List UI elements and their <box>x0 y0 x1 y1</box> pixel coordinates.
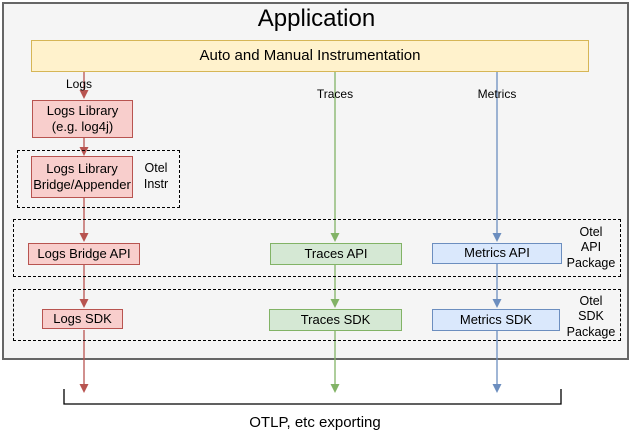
logs-sdk-node: Logs SDK <box>42 309 123 329</box>
metrics-flow-label: Metrics <box>477 87 517 101</box>
otel-sdk-package-label: Otel SDK Package <box>566 293 616 339</box>
otel-instr-group-label: Otel Instr <box>143 161 169 191</box>
exporting-label: OTLP, etc exporting <box>249 414 381 431</box>
exporting-bracket <box>63 389 562 405</box>
traces-flow-label: Traces <box>316 87 354 101</box>
logs-library-node: Logs Library (e.g. log4j) <box>32 100 133 138</box>
otel-instr-group <box>17 150 180 208</box>
otel-api-package-label: Otel API Package <box>566 224 616 270</box>
metrics-sdk-node: Metrics SDK <box>432 309 560 331</box>
application-title: Application <box>257 5 376 32</box>
otel-api-package-group <box>13 219 621 277</box>
instrumentation-bar: Auto and Manual Instrumentation <box>31 40 589 72</box>
logs-flow-label: Logs <box>65 77 93 91</box>
logs-bridge-appender-node: Logs Library Bridge/Appender <box>31 156 133 198</box>
traces-sdk-node: Traces SDK <box>269 309 402 331</box>
metrics-api-node: Metrics API <box>432 243 562 264</box>
logs-bridge-api-node: Logs Bridge API <box>28 243 140 265</box>
traces-api-node: Traces API <box>270 243 402 265</box>
otel-sdk-package-group <box>13 289 621 341</box>
